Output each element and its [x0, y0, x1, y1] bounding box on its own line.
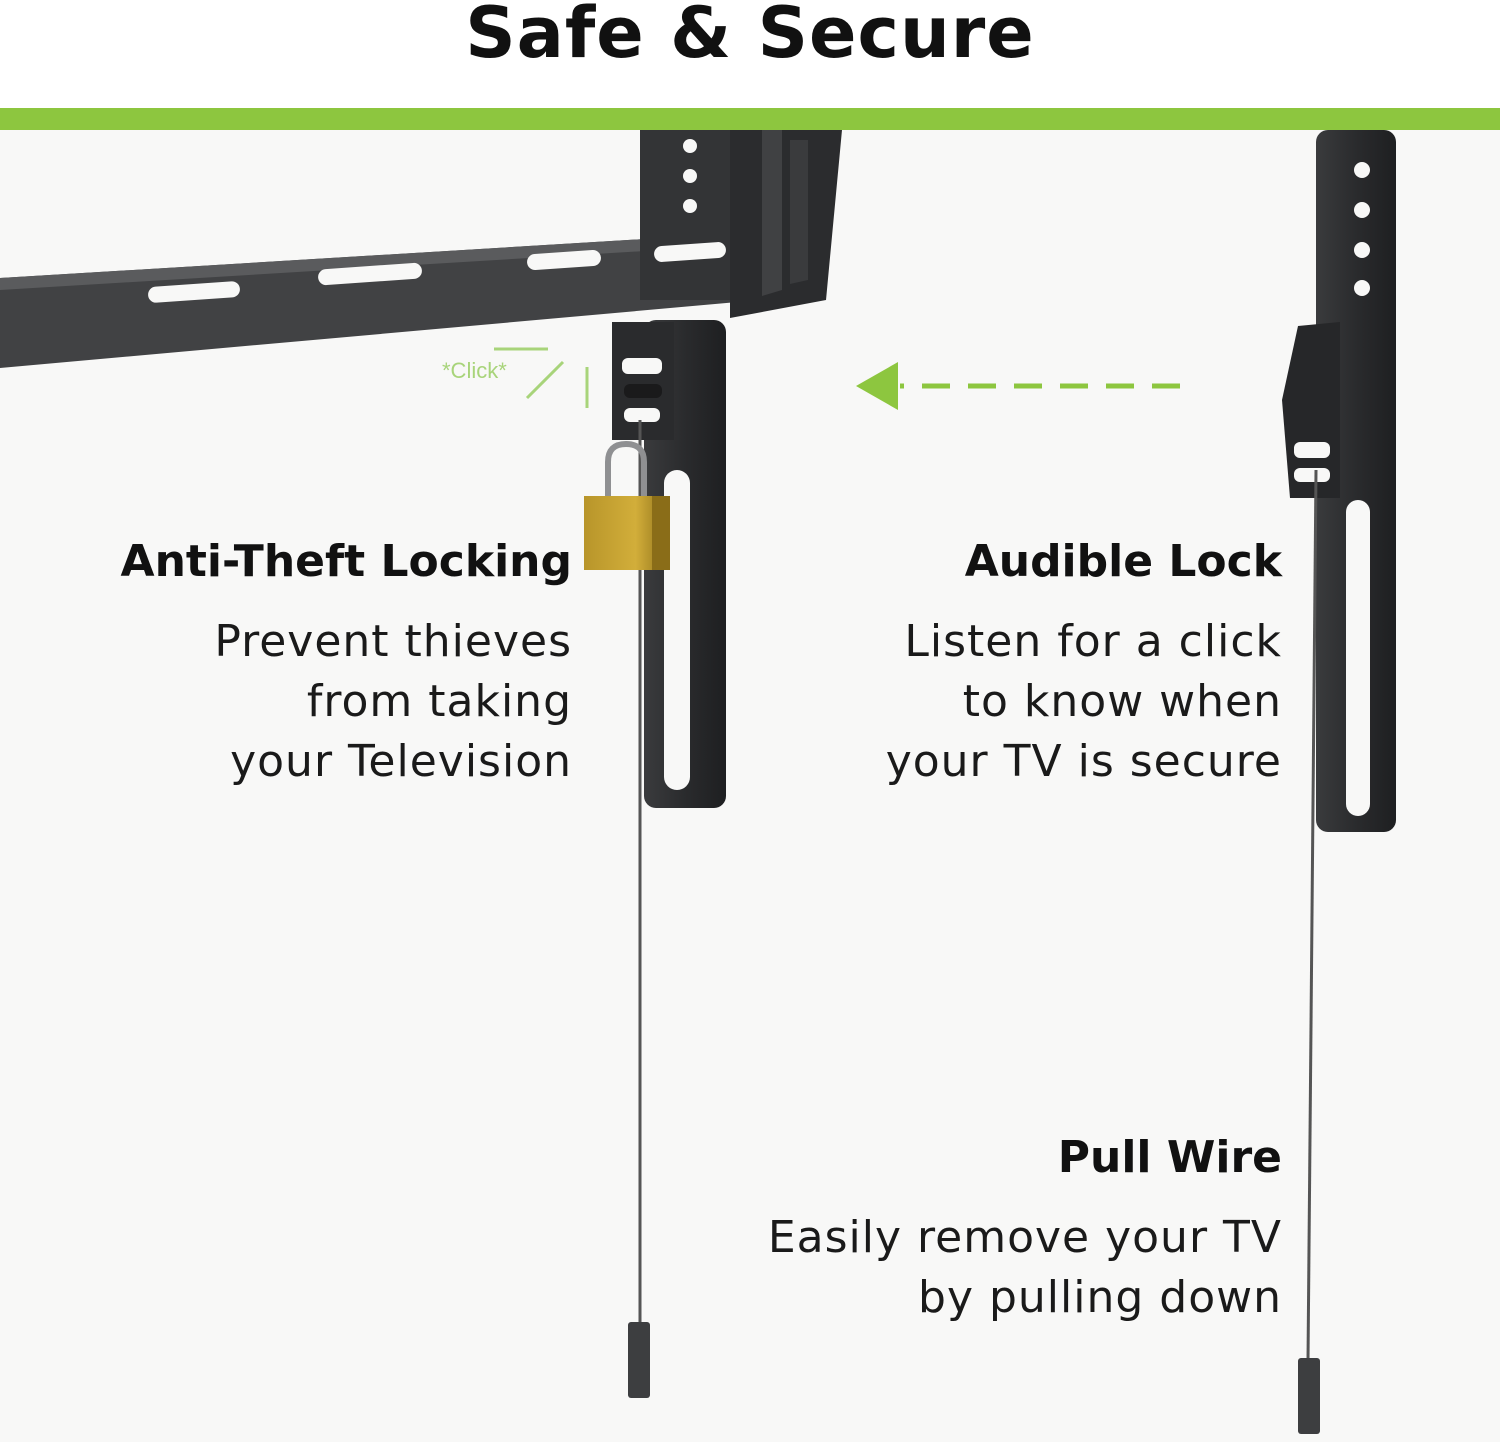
- pull-wire-title: Pull Wire: [1057, 1132, 1282, 1183]
- right-tv-bracket: [1282, 130, 1396, 1434]
- wall-plate: [0, 130, 842, 368]
- pull-wire-line: by pulling down: [918, 1272, 1282, 1323]
- padlock-icon: [584, 440, 670, 570]
- direction-arrow-icon: [856, 362, 1180, 410]
- wall-mount-illustration: [0, 130, 1396, 1434]
- anti-theft-line: your Television: [230, 736, 572, 787]
- audible-lock-line: Listen for a click: [904, 616, 1282, 667]
- header: Safe & Secure: [0, 0, 1500, 108]
- anti-theft-title: Anti-Theft Locking: [120, 536, 572, 587]
- page-title: Safe & Secure: [465, 0, 1035, 74]
- pull-wire-line: Easily remove your TV: [767, 1212, 1282, 1263]
- accent-bar: [0, 108, 1500, 130]
- left-tv-bracket: [612, 320, 726, 1398]
- anti-theft-line: from taking: [306, 676, 572, 727]
- click-label: *Click*: [442, 358, 507, 383]
- audible-lock-line: to know when: [962, 676, 1282, 727]
- anti-theft-description: Prevent thieves from taking your Televis…: [60, 612, 572, 792]
- audible-lock-title: Audible Lock: [964, 536, 1282, 587]
- audible-lock-callout: Audible Lock Listen for a click to know …: [780, 534, 1282, 792]
- anti-theft-callout: Anti-Theft Locking Prevent thieves from …: [60, 534, 572, 792]
- audible-lock-description: Listen for a click to know when your TV …: [780, 612, 1282, 792]
- pull-wire-callout: Pull Wire Easily remove your TV by pulli…: [700, 1130, 1282, 1328]
- click-sound-icon: [494, 347, 589, 408]
- audible-lock-line: your TV is secure: [885, 736, 1282, 787]
- anti-theft-line: Prevent thieves: [214, 616, 572, 667]
- pull-wire-description: Easily remove your TV by pulling down: [700, 1208, 1282, 1328]
